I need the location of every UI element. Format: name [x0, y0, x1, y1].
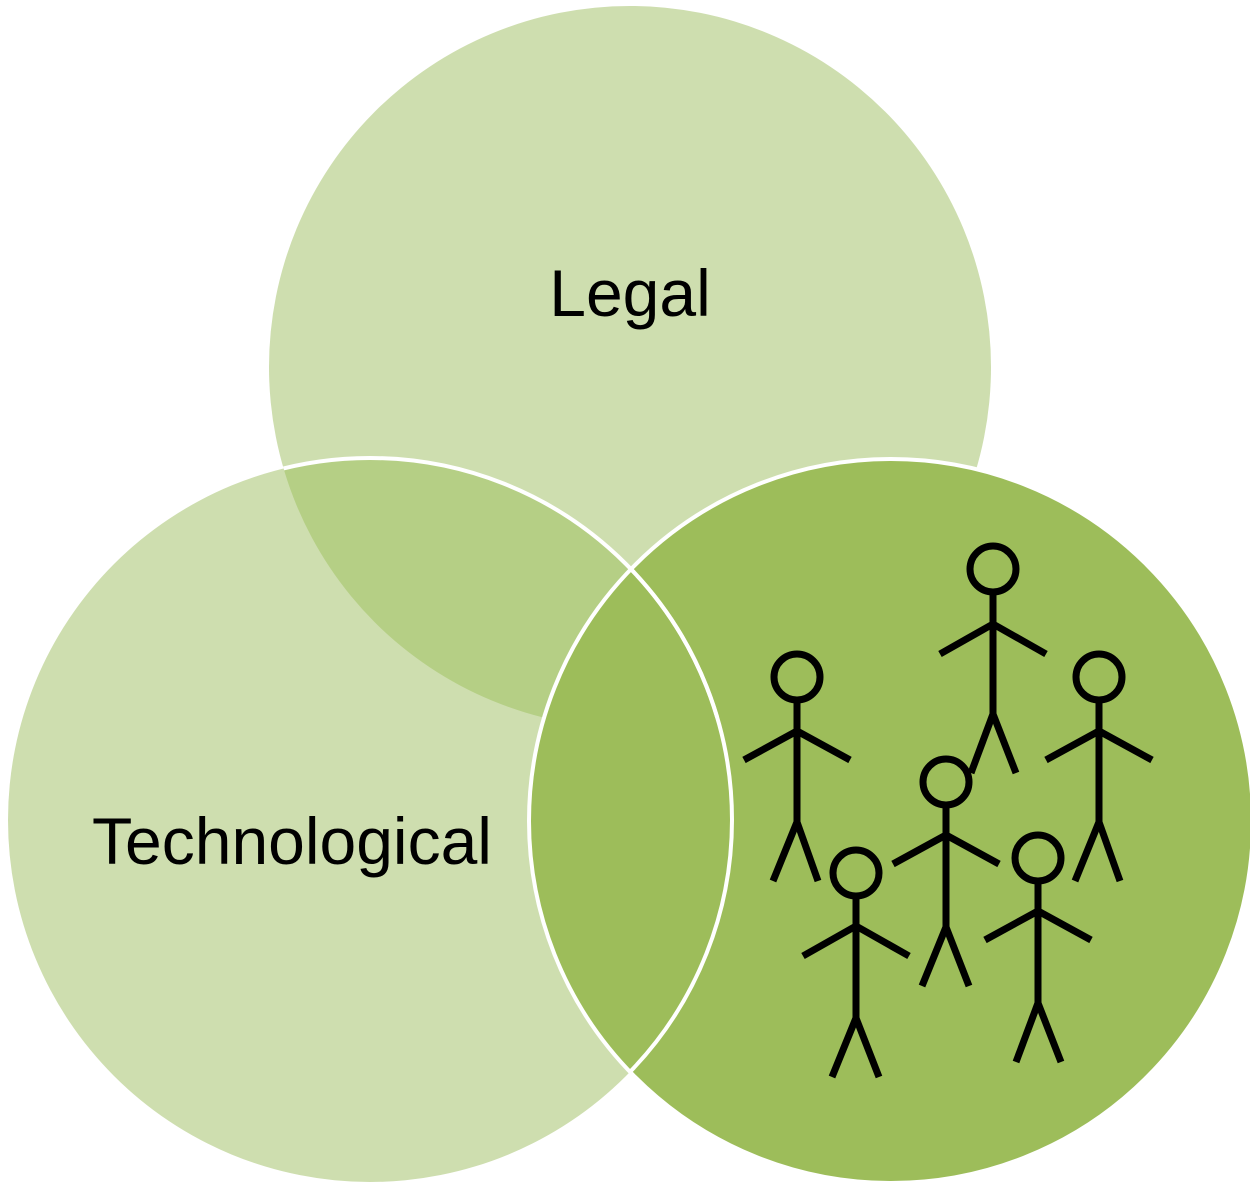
technological-label: Technological — [92, 804, 492, 878]
people-circle — [529, 459, 1250, 1183]
people-stick-figures-icon — [742, 542, 1154, 1079]
legal-technological-overlap — [269, 458, 732, 728]
technological-arc-in-people-outline — [529, 459, 734, 1183]
stick-figure — [801, 846, 911, 1079]
people-circle-outline — [527, 457, 1250, 1183]
stick-figure — [938, 542, 1048, 775]
stick-figure — [1044, 650, 1154, 883]
legal-label: Legal — [549, 256, 711, 330]
technological-circle-outline — [269, 456, 734, 728]
stick-figure — [742, 650, 852, 883]
stick-figure — [983, 831, 1093, 1064]
stick-figure — [891, 755, 1001, 988]
